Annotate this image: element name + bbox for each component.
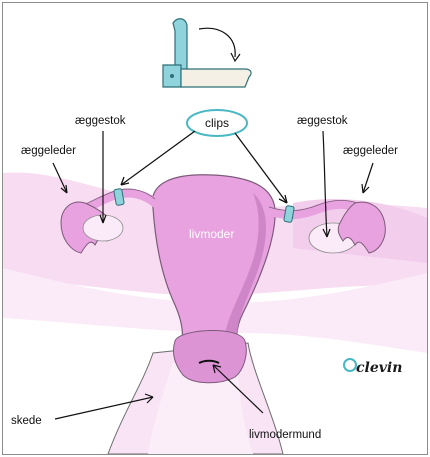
signature-mark xyxy=(344,359,356,371)
ovary-right-label: æggestok xyxy=(297,115,348,127)
clip-device-base xyxy=(181,69,251,87)
fallopian-tube-right-label: æggeleder xyxy=(343,145,398,157)
uterus-label: livmoder xyxy=(189,227,234,241)
clips-label: clips xyxy=(189,113,245,133)
signature-text: clevin xyxy=(356,360,402,376)
arrow-tube-right xyxy=(362,163,373,193)
fallopian-tube-left-label: æggeleder xyxy=(21,145,76,157)
clip-device-curve-arrow xyxy=(199,28,235,57)
clip-device-pin xyxy=(170,74,174,78)
vagina-label: skede xyxy=(11,415,42,427)
cervix-shape xyxy=(173,330,246,382)
cervix-label: livmodermund xyxy=(249,429,321,441)
ovary-left-label: æggestok xyxy=(75,115,126,127)
